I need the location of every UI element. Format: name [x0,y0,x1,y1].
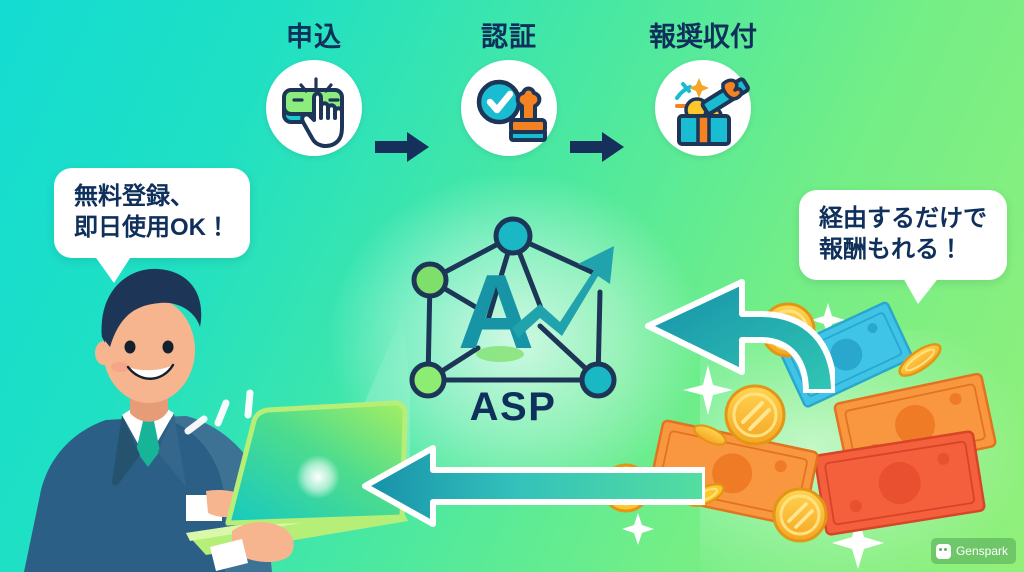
step-arrow-1 [375,132,429,162]
coin [724,384,786,446]
node-right-lower [579,361,617,399]
genspark-logo-icon [935,543,951,559]
gift-bow-icon [721,78,744,101]
bubble-left-line2: 即日使用OK！ [74,213,230,241]
click-rays-icon [292,77,340,102]
check-circle-icon [476,79,522,125]
bubble-left-line1: 無料登録、 [74,183,194,210]
speech-bubble-left: 無料登録、 即日使用OK！ [54,168,250,284]
straight-reward-arrow [362,445,705,527]
step-reward[interactable]: 報奨収付 [628,24,778,156]
node-left-upper [411,261,449,299]
banknote-red [813,430,986,536]
speech-bubble-right: 経由するだけで 報酬もれる！ [799,190,1007,305]
step-icon-circle-verify [461,60,557,156]
node-shadow [476,346,524,362]
step-label-reward: 報奨収付 [649,22,757,52]
node-top [493,216,533,256]
step-label-verify: 認証 [481,22,537,52]
coin [772,487,828,543]
coin-edge [898,343,942,377]
speech-bubble-tail [902,276,940,305]
step-verify[interactable]: 認証 [434,24,584,156]
curved-reward-arrow [645,279,835,393]
step-label-apply: 申込 [286,22,342,52]
confetti-icon [675,78,709,108]
step-icon-circle-apply [266,60,362,156]
asp-letter: A [458,253,535,371]
network-growth-icon: A [409,216,617,399]
step-apply[interactable]: 申込 [239,24,389,156]
growth-arrow-icon [512,246,614,338]
bubble-right-line2: 報酬もれる！ [819,235,963,263]
step-icon-circle-reward [655,60,751,156]
node-left-lower [409,361,447,399]
genspark-watermark: Genspark [930,538,1016,564]
coin-edge [693,424,727,446]
gift-reward-icon [675,77,750,146]
click-button-icon [282,77,344,148]
speech-bubble-tail [94,255,132,284]
verified-stamp-icon [476,79,547,142]
watermark-label: Genspark [955,544,1008,558]
asp-label: ASP [469,385,557,429]
step-arrow-2 [570,132,624,162]
steps-row: 申込 認証 [0,24,1024,194]
businessman-with-laptop [24,268,410,572]
bubble-right-line1: 経由するだけで [819,205,987,232]
